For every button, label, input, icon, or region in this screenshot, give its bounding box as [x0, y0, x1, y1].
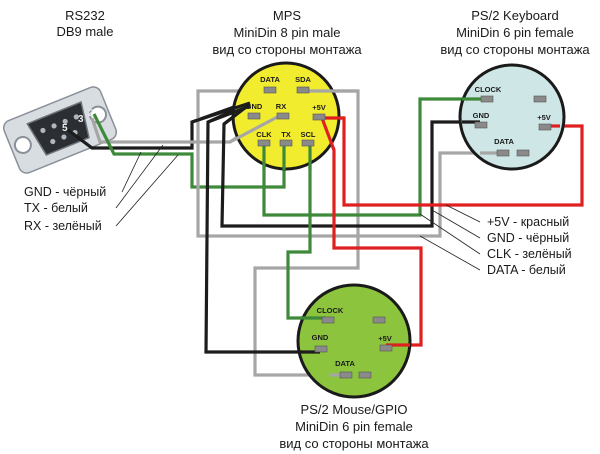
mouse-title-block: PS/2 Mouse/GPIO MiniDin 6 pin female вид…: [279, 402, 429, 451]
mouse-pin-gnd: [314, 345, 328, 353]
gnd-stub-2: [207, 104, 251, 124]
mps-pin-label-sda: SDA: [295, 75, 311, 84]
keyboard-connector: [458, 63, 566, 171]
kbd-pin-label-clock: CLOCK: [475, 85, 502, 94]
mouse-pin-label-gnd: GND: [312, 333, 329, 342]
mps-subtitle: MiniDin 8 pin male: [234, 25, 341, 40]
mouse-pin-data: [339, 371, 353, 379]
mps-pins: DATA SDA GND RX +5V CLK TX SCL: [246, 75, 326, 147]
db9-connector: 5 3 2: [2, 86, 118, 174]
leader-gnd: [431, 209, 481, 239]
mps-pin-label-tx: TX: [281, 130, 291, 139]
mps-pin-scl: [301, 139, 315, 147]
leader-rx: [115, 154, 179, 227]
mps-clk-wire: [262, 97, 480, 217]
mouse-subtitle: MiniDin 6 pin female: [295, 419, 413, 434]
rs232-title: RS232: [65, 8, 105, 23]
mps-pin-data: [263, 86, 277, 94]
ps2-legend: +5V - красный GND - чёрный CLK - зелёный…: [419, 204, 572, 277]
kbd-pin-clock: [480, 95, 494, 103]
mps-pin-gnd: [247, 112, 261, 120]
db9-pin-5-label: 5: [62, 123, 68, 134]
mouse-connector: [296, 283, 412, 399]
rs232-rx-wire: [92, 113, 286, 189]
keyboard-body: [458, 63, 566, 171]
kbd-pin-label-data: DATA: [494, 137, 514, 146]
leader-5v: [445, 204, 481, 223]
rs232-title-block: RS232 DB9 male: [56, 8, 113, 39]
mps-pin-label-clk: CLK: [256, 130, 272, 139]
mouse-pin-5v: [379, 344, 393, 352]
keyboard-title: PS/2 Keyboard: [471, 8, 558, 23]
legend-ps2-clk: CLK - зелёный: [487, 247, 572, 261]
mps-title: MPS: [273, 8, 302, 23]
mps-pin-label-5v: +5V: [312, 103, 326, 112]
mps-pin-label-scl: SCL: [301, 130, 316, 139]
kbd-pin-unused-2: [516, 149, 530, 157]
mouse-pin-label-data: DATA: [335, 359, 355, 368]
keyboard-view-note: вид со стороны монтажа: [440, 42, 590, 57]
kbd-pin-gnd: [474, 121, 488, 129]
kbd-pin-data: [496, 149, 510, 157]
mouse-pin-unused-2: [358, 371, 372, 379]
keyboard-title-block: PS/2 Keyboard MiniDin 6 pin female вид с…: [440, 8, 590, 57]
rx-stub: [229, 112, 284, 144]
5v-stub-2: [320, 117, 336, 151]
mps-pin-label-gnd: GND: [246, 102, 263, 111]
mouse-view-note: вид со стороны монтажа: [279, 436, 429, 451]
mps-view-note: вид со стороны монтажа: [212, 42, 362, 57]
mps-pin-tx: [279, 139, 293, 147]
mps-scl-wire: [286, 140, 322, 320]
mouse-pin-label-5v: +5V: [378, 334, 392, 343]
keyboard-subtitle: MiniDin 6 pin female: [456, 25, 574, 40]
gnd-stub-3: [191, 101, 251, 124]
kbd-pin-unused-1: [533, 95, 547, 103]
mps-title-block: MPS MiniDin 8 pin male вид со стороны мо…: [212, 8, 362, 57]
kbd-pin-label-5v: +5V: [537, 113, 551, 122]
rs232-subtitle: DB9 male: [56, 24, 113, 39]
db9-pin-3-label: 3: [78, 114, 84, 125]
leader-data: [419, 235, 481, 271]
mouse-title: PS/2 Mouse/GPIO: [301, 402, 408, 417]
mps-pin-label-rx: RX: [276, 102, 286, 111]
mps-pin-label-data: DATA: [260, 75, 280, 84]
legend-rs232-gnd: GND - чёрный: [24, 185, 106, 199]
db9-pin-2-label: 2: [88, 108, 94, 119]
legend-ps2-gnd: GND - чёрный: [487, 231, 569, 245]
kbd-pin-label-gnd: GND: [473, 111, 490, 120]
legend-rs232-tx: TX - белый: [24, 201, 88, 215]
mouse-pins: CLOCK GND +5V DATA: [312, 306, 393, 379]
legend-ps2-data: DATA - белый: [487, 263, 566, 277]
leader-gnd: [121, 151, 142, 193]
rs232-legend: GND - чёрный TX - белый RX - зелёный: [24, 144, 179, 233]
mouse-pin-unused-1: [372, 316, 386, 324]
mps-pin-clk: [257, 139, 271, 147]
leader-tx: [115, 144, 164, 209]
mouse-pin-label-clock: CLOCK: [317, 306, 344, 315]
leader-clk: [419, 213, 481, 255]
mouse-body: [296, 283, 412, 399]
legend-ps2-5v: +5V - красный: [487, 215, 569, 229]
mps-pin-rx: [276, 112, 290, 120]
keyboard-pins: CLOCK GND +5V DATA: [473, 85, 552, 157]
legend-rs232-rx: RX - зелёный: [24, 219, 102, 233]
mps-pin-sda: [296, 86, 310, 94]
mps-pin-5v: [312, 113, 326, 121]
kbd-pin-5v: [538, 123, 552, 131]
mouse-pin-clock: [321, 316, 335, 324]
